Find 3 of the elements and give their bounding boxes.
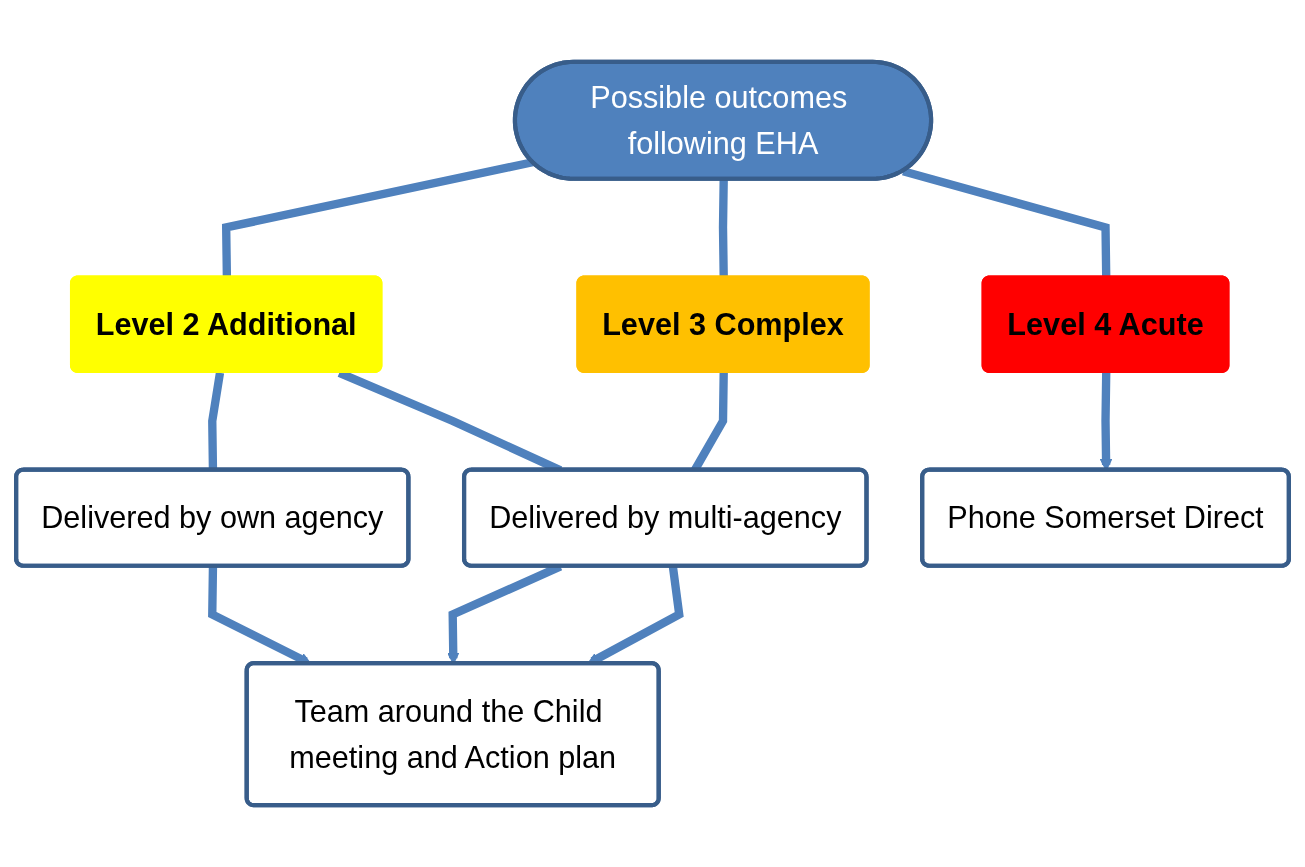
connector [902, 167, 1111, 277]
connector [221, 158, 534, 277]
connector [718, 179, 728, 277]
